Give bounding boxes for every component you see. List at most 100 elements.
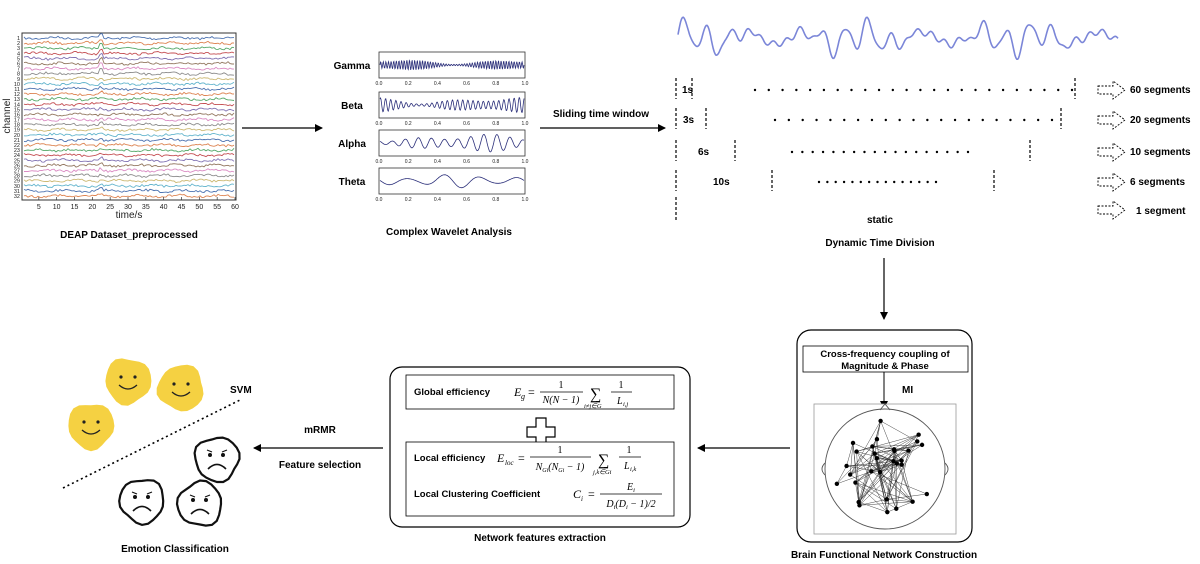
eeg-channel-tick: 1 <box>17 36 20 42</box>
svg-text:Ei: Ei <box>626 482 635 494</box>
happy-face-icon <box>156 364 204 412</box>
eeg-channel-line <box>23 147 235 153</box>
segment-count-label: 20 segments <box>1130 115 1191 126</box>
eeg-channel-line <box>23 96 235 102</box>
wavelet-x-tick: 0.6 <box>463 159 470 165</box>
wavelet-x-tick: 0.2 <box>405 81 412 87</box>
wavelet-band-wave <box>379 59 525 71</box>
wavelet-x-tick: 0.8 <box>492 159 499 165</box>
wavelet-x-tick: 0.8 <box>492 81 499 87</box>
eeg-x-tick: 60 <box>231 204 239 211</box>
right-ear-icon <box>944 462 949 476</box>
sad-face-icon <box>175 479 223 527</box>
eeg-channel-line <box>23 43 235 51</box>
segment-count-label: 6 segments <box>1130 177 1185 188</box>
scalp-outline <box>824 408 946 530</box>
wavelet-x-tick: 0.4 <box>434 159 441 165</box>
eeg-channel-line <box>23 121 235 127</box>
wavelet-x-tick: 0.8 <box>492 121 499 127</box>
network-edges <box>836 420 927 513</box>
eeg-x-tick: 35 <box>142 204 150 211</box>
wavelet-band-label: Theta <box>339 177 366 188</box>
eeg-x-tick: 40 <box>160 204 168 211</box>
svg-text:N(N − 1): N(N − 1) <box>542 395 580 406</box>
eeg-channel-tick: 5 <box>17 56 20 62</box>
eeg-channel-line <box>23 52 235 61</box>
wavelet-x-tick: 1.0 <box>522 197 529 203</box>
eeg-channel-line <box>24 106 235 112</box>
eeg-channel-tick: 8 <box>17 72 20 78</box>
svg-text:∑: ∑ <box>590 386 601 403</box>
eeg-x-tick: 55 <box>213 204 221 211</box>
happy-face-icon <box>105 358 152 406</box>
classification-title: Emotion Classification <box>121 544 229 555</box>
eeg-channel-tick: 22 <box>14 143 20 149</box>
svg-text:1: 1 <box>619 380 624 391</box>
classification-panel: SVM Emotion Classification <box>62 358 252 555</box>
svg-text:g: g <box>521 392 525 401</box>
eeg-channel-line <box>23 132 235 138</box>
coupling-label-line1: Cross-frequency coupling of <box>820 349 950 360</box>
eeg-channel-tick: 17 <box>14 118 20 124</box>
svg-text:Di(Di − 1)/2: Di(Di − 1)/2 <box>605 499 655 511</box>
eeg-channel-line <box>23 183 235 188</box>
division-row-10s: 10s 6 segments <box>675 170 1185 192</box>
wavelet-x-tick: 0.0 <box>376 81 383 87</box>
svg-text:i: i <box>581 495 583 503</box>
eeg-channel-tick: 12 <box>14 92 20 98</box>
left-ear-icon <box>821 462 826 476</box>
eeg-channel-tick: 4 <box>17 51 20 57</box>
eeg-channel-line <box>23 68 235 76</box>
segment-count-label: 10 segments <box>1130 147 1191 158</box>
eeg-channel-line <box>23 126 235 132</box>
eeg-panel-title: DEAP Dataset_preprocessed <box>60 230 198 241</box>
segment-arrow-icon <box>1097 142 1126 162</box>
svg-text:1: 1 <box>627 445 632 456</box>
eeg-channel-line <box>23 62 235 71</box>
eeg-channel-tick: 9 <box>17 77 20 83</box>
coupling-box <box>802 345 969 373</box>
svg-text:∑: ∑ <box>598 452 609 469</box>
eeg-channel-line <box>23 137 235 143</box>
division-row-static: 1 segment <box>675 197 1186 222</box>
eeg-channel-lines <box>23 32 235 199</box>
local-features-box <box>405 441 675 517</box>
window-size-label: 10s <box>713 177 730 188</box>
segment-arrow-icon <box>1097 110 1126 130</box>
eeg-channel-line <box>23 85 235 92</box>
svg-text:C: C <box>573 487 582 501</box>
eeg-channel-tick: 28 <box>14 174 20 180</box>
local-efficiency-label: Local efficiency <box>414 453 486 464</box>
local-clustering-label: Local Clustering Coefficient <box>414 489 541 500</box>
eeg-channel-ticks: 1234567891011121314151617181920212223242… <box>14 36 20 200</box>
wavelet-x-tick: 0.0 <box>376 121 383 127</box>
eeg-channel-tick: 32 <box>14 194 20 200</box>
eeg-channel-tick: 7 <box>17 67 20 73</box>
wavelet-x-tick: 0.0 <box>376 159 383 165</box>
svg-text:E: E <box>496 451 505 465</box>
eeg-channel-line <box>24 90 235 97</box>
eeg-channel-line <box>23 81 235 87</box>
eeg-channel-line <box>23 187 235 193</box>
eeg-channel-tick: 3 <box>17 46 20 52</box>
network-nodes <box>834 418 930 515</box>
eeg-channel-tick: 23 <box>14 148 20 154</box>
features-title: Network features extraction <box>474 533 606 544</box>
wavelet-panel-title: Complex Wavelet Analysis <box>386 227 512 238</box>
wavelet-band-wave <box>379 174 525 189</box>
wavelet-x-tick: 0.6 <box>463 121 470 127</box>
wavelet-x-tick: 1.0 <box>522 121 529 127</box>
eeg-channel-line <box>23 173 235 178</box>
happy-face-icon <box>68 404 115 452</box>
svg-text:=: = <box>528 385 535 399</box>
brain-network-graph <box>821 403 949 530</box>
eeg-y-axis-label: channel <box>2 98 13 133</box>
window-size-label: 3s <box>683 115 695 126</box>
division-row-3s: 3s 20 segments <box>675 108 1191 130</box>
svg-text:1: 1 <box>558 445 563 456</box>
wavelet-band-label: Alpha <box>338 139 366 150</box>
coupling-label-line2: Magnitude & Phase <box>841 361 929 372</box>
